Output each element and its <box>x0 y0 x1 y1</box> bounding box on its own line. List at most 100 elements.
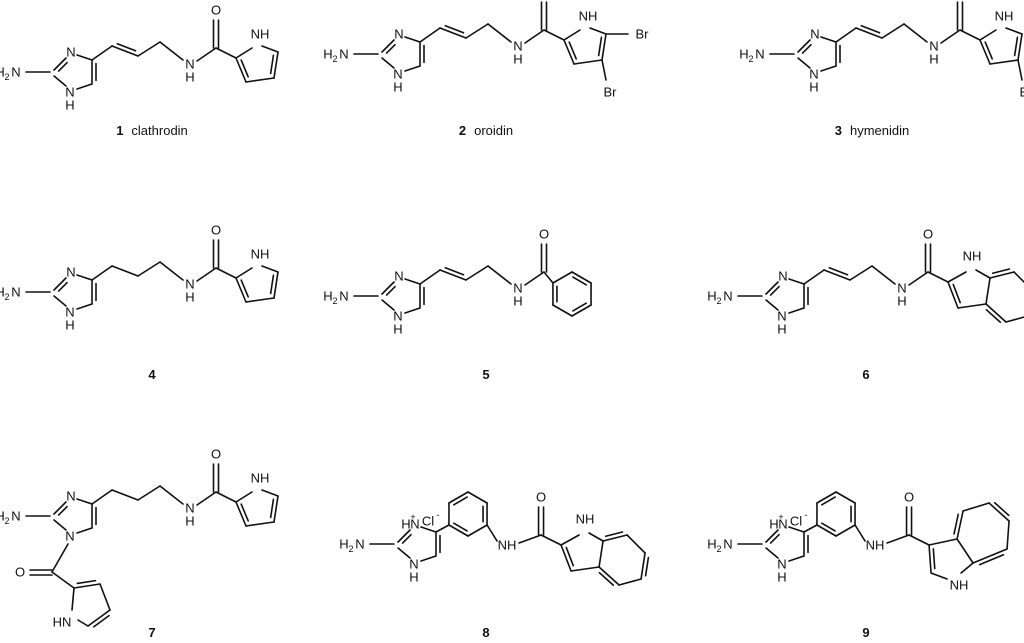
imidazole-nh-h-label: H <box>65 318 74 333</box>
bond <box>57 505 68 516</box>
bond <box>235 57 247 83</box>
bond <box>552 304 573 317</box>
bond <box>467 524 488 537</box>
bond <box>930 572 948 580</box>
bond <box>820 65 837 72</box>
bond <box>524 29 545 44</box>
bond <box>940 29 961 44</box>
bond <box>53 295 67 307</box>
bond <box>381 57 395 69</box>
bond <box>765 529 779 543</box>
compound-number: 5 <box>482 367 489 382</box>
bond <box>835 27 857 43</box>
bond <box>828 266 849 276</box>
amine-h-label: H <box>0 509 5 524</box>
bond <box>788 555 805 562</box>
bond <box>401 533 412 544</box>
bond <box>159 41 184 61</box>
bond <box>821 522 836 532</box>
bond <box>788 307 805 314</box>
bond <box>959 29 981 41</box>
bond <box>261 265 279 273</box>
bond <box>563 39 575 65</box>
bond <box>453 496 468 506</box>
bond <box>397 547 411 559</box>
amine-n-label: N <box>11 509 20 524</box>
bond <box>765 299 779 311</box>
bond <box>552 271 573 284</box>
amine-subscript: 2 <box>748 54 753 64</box>
bond <box>797 39 811 53</box>
bond <box>597 36 603 57</box>
bond <box>87 609 111 627</box>
amide-h-label: H <box>513 52 522 67</box>
bond <box>568 41 577 60</box>
bond <box>803 524 818 533</box>
amide-h-label: H <box>185 70 194 85</box>
imidazole-n3-label: N <box>778 517 787 532</box>
bond <box>975 269 991 279</box>
bromine-label: Br <box>636 27 650 42</box>
bond <box>989 271 1015 279</box>
bond <box>928 544 932 574</box>
bond <box>99 583 111 611</box>
pyrrole-nh-label: NH <box>251 247 270 262</box>
bond <box>215 267 237 279</box>
anilide-nh-label: NH <box>498 538 517 553</box>
bond <box>245 297 275 303</box>
bond <box>137 485 161 501</box>
bond <box>991 268 1011 275</box>
bond <box>91 489 113 505</box>
bond <box>953 513 960 535</box>
amine-n-label: N <box>723 537 732 552</box>
imidazole-n3-label: N <box>394 27 403 42</box>
carbonyl-o-label: O <box>923 227 933 242</box>
amide-h-label: H <box>929 52 938 67</box>
amine-h-label: H <box>0 65 5 80</box>
bond <box>849 265 873 281</box>
bond <box>404 36 421 43</box>
amine-n-label: N <box>755 47 764 62</box>
bond <box>979 39 991 65</box>
bond <box>439 27 467 39</box>
carbonyl-o-label: O <box>211 447 221 462</box>
bond <box>235 267 253 279</box>
bond <box>261 489 279 497</box>
amide-n-label: N <box>897 281 906 296</box>
imidazole-n1-label: N <box>65 529 74 544</box>
amide-n-label: N <box>513 39 522 54</box>
imidazole-n1-label: N <box>777 309 786 324</box>
bond <box>1006 520 1010 550</box>
bond <box>92 614 110 628</box>
compound-5-caption: 5 <box>482 367 489 382</box>
bond <box>261 45 279 53</box>
bond <box>404 307 421 314</box>
bond <box>769 533 780 544</box>
bond <box>601 33 607 61</box>
amine-subscript: 2 <box>348 544 353 554</box>
amine-h-label: H <box>707 289 716 304</box>
bond <box>571 304 592 317</box>
bond <box>76 527 93 534</box>
amide-h-label: H <box>513 294 522 309</box>
amide-h-label: H <box>185 290 194 305</box>
compound-number: 7 <box>148 625 155 640</box>
bond <box>956 510 964 540</box>
bond <box>381 39 395 53</box>
amide-h-label: H <box>185 514 194 529</box>
bond <box>932 548 936 570</box>
bond <box>404 65 421 72</box>
compound-number: 6 <box>862 367 869 382</box>
bond <box>881 23 905 39</box>
bond <box>215 47 237 59</box>
bond <box>240 503 249 522</box>
compound-name: clathrodin <box>131 123 187 138</box>
bond <box>572 302 587 312</box>
bond <box>993 501 1010 517</box>
bond <box>53 519 67 531</box>
imidazole-nh-h-label: H <box>777 570 786 585</box>
compound-name: oroidin <box>474 123 513 138</box>
bond <box>573 59 603 65</box>
